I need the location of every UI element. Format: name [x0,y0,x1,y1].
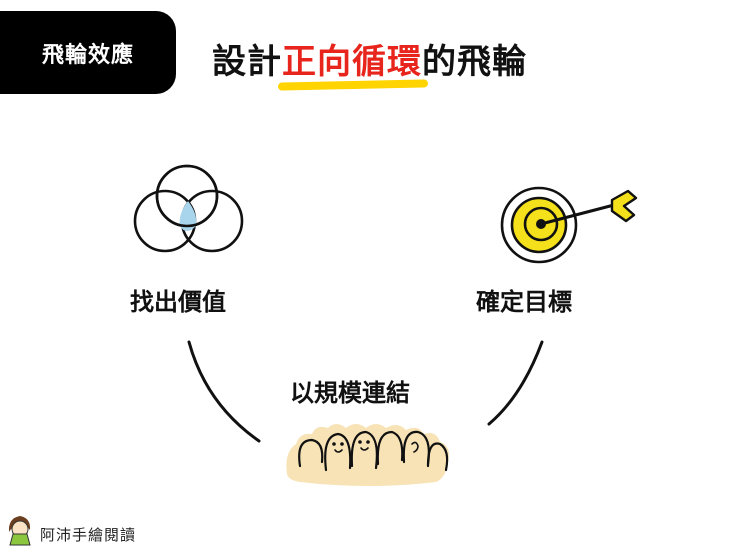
author-name: 阿沛手繪閱讀 [40,526,137,544]
step-scale-connect: 以規模連結 [290,379,410,407]
page-title: 設計正向循環的飛輪 [212,34,527,83]
step-set-goal: 確定目標 [476,288,572,316]
step-find-value: 找出價值 [130,288,226,316]
topic-tag: 飛輪效應 [0,11,176,94]
topic-tag-label: 飛輪效應 [41,42,134,68]
author-avatar-icon [8,516,31,546]
title-highlight: 正向循環 [282,34,422,83]
crowd-icon [286,424,449,486]
title-prefix: 設計 [212,42,282,82]
target-icon [500,186,638,264]
right-flow-arc [487,340,544,426]
venn-diagram-icon [133,164,244,253]
left-flow-arc [187,340,261,443]
title-suffix: 的飛輪 [422,42,527,82]
